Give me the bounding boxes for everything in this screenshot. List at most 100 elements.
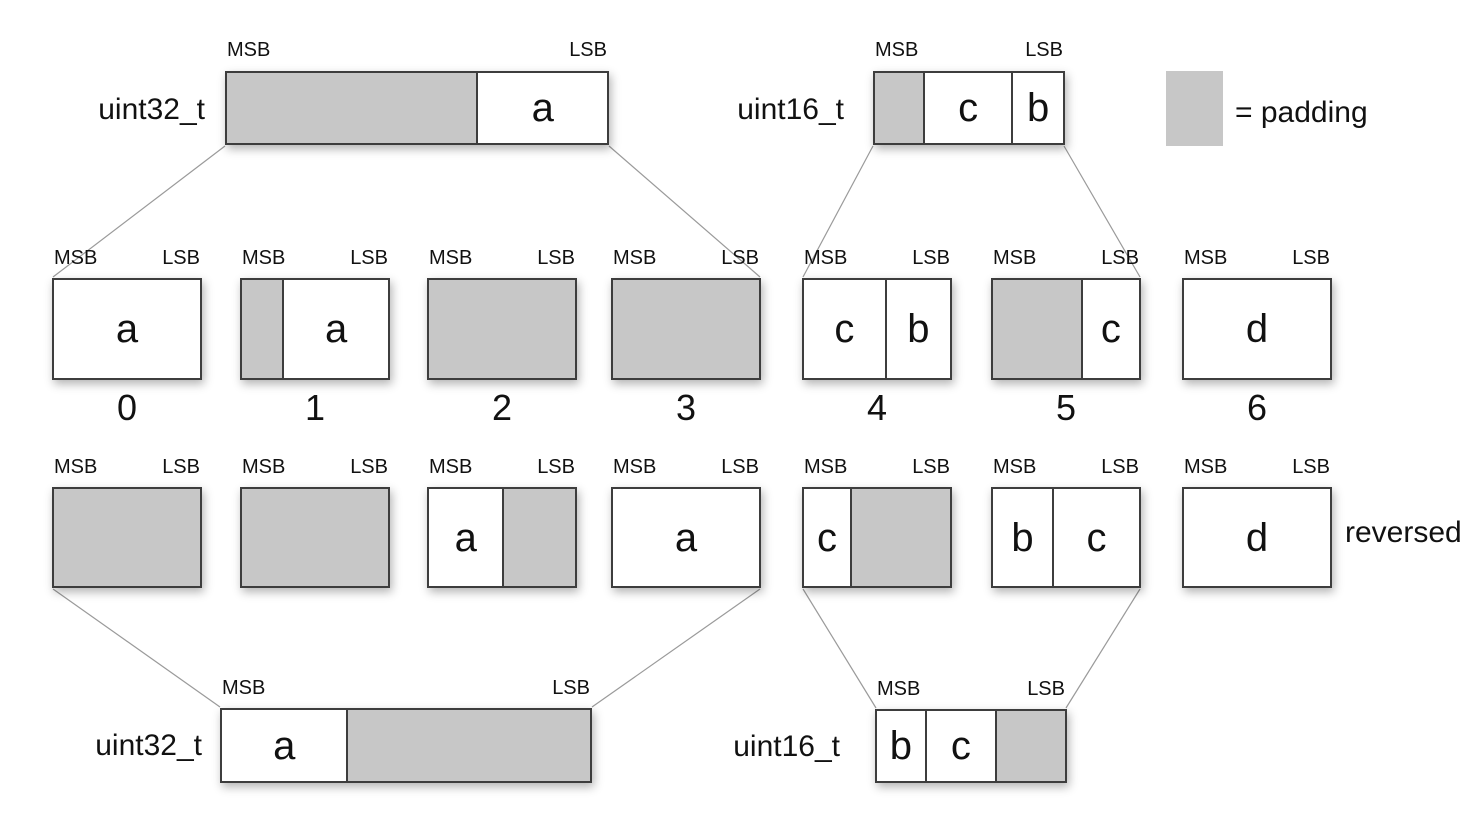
byte-0-lsb-label: LSB xyxy=(162,247,200,269)
uint16-top-box-lsb-label: LSB xyxy=(1025,39,1063,61)
reversed-box-4: c xyxy=(802,487,952,588)
padding-segment xyxy=(993,280,1081,378)
field-letter: a xyxy=(115,307,139,351)
reversed-box-6: d xyxy=(1182,487,1332,588)
field-segment: a xyxy=(222,710,347,781)
padding-segment xyxy=(242,489,388,586)
connector-line xyxy=(608,145,761,278)
field-segment: b xyxy=(877,711,925,781)
uint32-top-box-lsb-label: LSB xyxy=(569,39,607,61)
field-letter: b xyxy=(1027,86,1050,130)
reversed-2-msb-label: MSB xyxy=(429,456,473,478)
connector-line xyxy=(802,145,874,278)
reversed-4-msb-label: MSB xyxy=(804,456,848,478)
uint32-bottom-box: a xyxy=(220,708,592,783)
connector-line xyxy=(52,145,226,278)
padding-segment xyxy=(346,710,590,781)
field-letter: c xyxy=(1086,515,1107,560)
byte-box-6: d xyxy=(1182,278,1332,380)
type-label-uint16-bottom: uint16_t xyxy=(733,730,840,763)
field-segment: c xyxy=(804,489,851,586)
padding-segment xyxy=(875,73,923,143)
field-segment: b xyxy=(993,489,1053,586)
field-letter: c xyxy=(950,724,971,768)
reversed-5-lsb-label: LSB xyxy=(1101,456,1139,478)
field-letter: a xyxy=(531,86,554,130)
type-label-uint16-top: uint16_t xyxy=(737,93,844,126)
reversed-3-msb-label: MSB xyxy=(613,456,657,478)
connector-line xyxy=(591,588,761,708)
field-segment: d xyxy=(1184,280,1330,378)
padding-segment xyxy=(54,489,200,586)
reversed-box-1 xyxy=(240,487,390,588)
reversed-5-msb-label: MSB xyxy=(993,456,1037,478)
field-letter: a xyxy=(273,723,296,768)
field-letter: d xyxy=(1245,307,1269,351)
byte-index-5: 5 xyxy=(1055,387,1077,428)
connector-line xyxy=(1065,588,1141,709)
byte-5-msb-label: MSB xyxy=(993,247,1037,269)
field-segment: d xyxy=(1184,489,1330,586)
byte-3-lsb-label: LSB xyxy=(721,247,759,269)
field-segment: b xyxy=(884,280,950,378)
type-label-uint32-bottom: uint32_t xyxy=(95,729,202,762)
byte-index-0: 0 xyxy=(116,387,138,428)
field-segment: c xyxy=(1052,489,1139,586)
byte-index-2: 2 xyxy=(491,387,513,428)
reversed-2-lsb-label: LSB xyxy=(537,456,575,478)
reversed-box-0 xyxy=(52,487,202,588)
field-segment: a xyxy=(54,280,200,378)
uint32-bottom-box-msb-label: MSB xyxy=(222,677,266,699)
uint16-bottom-box-msb-label: MSB xyxy=(877,678,921,700)
reversed-3-lsb-label: LSB xyxy=(721,456,759,478)
padding-segment xyxy=(613,280,759,378)
legend-label: = padding xyxy=(1235,96,1368,129)
field-segment: a xyxy=(476,73,607,143)
reversed-1-msb-label: MSB xyxy=(242,456,286,478)
field-segment: a xyxy=(613,489,759,586)
field-letter: a xyxy=(674,515,698,560)
uint32-top-box: a xyxy=(225,71,609,145)
field-segment: c xyxy=(1080,280,1139,378)
field-letter: a xyxy=(325,307,348,351)
field-segment: c xyxy=(804,280,885,378)
field-segment: a xyxy=(429,489,503,586)
field-letter: c xyxy=(817,515,838,560)
byte-4-msb-label: MSB xyxy=(804,247,848,269)
uint16-top-box-msb-label: MSB xyxy=(875,39,919,61)
byte-5-lsb-label: LSB xyxy=(1101,247,1139,269)
reversed-1-lsb-label: LSB xyxy=(350,456,388,478)
uint32-bottom-box-lsb-label: LSB xyxy=(552,677,590,699)
field-segment: a xyxy=(282,280,388,378)
field-letter: d xyxy=(1245,515,1269,560)
reversed-6-msb-label: MSB xyxy=(1184,456,1228,478)
byte-3-msb-label: MSB xyxy=(613,247,657,269)
byte-box-3 xyxy=(611,278,761,380)
reversed-4-lsb-label: LSB xyxy=(912,456,950,478)
byte-index-6: 6 xyxy=(1246,387,1268,428)
reversed-0-msb-label: MSB xyxy=(54,456,98,478)
byte-box-5: c xyxy=(991,278,1141,380)
reversed-6-lsb-label: LSB xyxy=(1292,456,1330,478)
byte-2-msb-label: MSB xyxy=(429,247,473,269)
padding-segment xyxy=(850,489,950,586)
padding-segment xyxy=(227,73,477,143)
connector-line xyxy=(52,588,221,708)
byte-index-1: 1 xyxy=(304,387,326,428)
field-letter: b xyxy=(907,307,930,351)
byte-6-msb-label: MSB xyxy=(1184,247,1228,269)
byte-4-lsb-label: LSB xyxy=(912,247,950,269)
reversed-box-3: a xyxy=(611,487,761,588)
field-letter: a xyxy=(454,515,477,560)
padding-segment xyxy=(242,280,283,378)
legend-padding-swatch xyxy=(1166,71,1223,146)
field-letter: c xyxy=(1100,307,1121,351)
type-label-uint32-top: uint32_t xyxy=(98,93,205,126)
byte-box-2 xyxy=(427,278,577,380)
byte-2-lsb-label: LSB xyxy=(537,247,575,269)
